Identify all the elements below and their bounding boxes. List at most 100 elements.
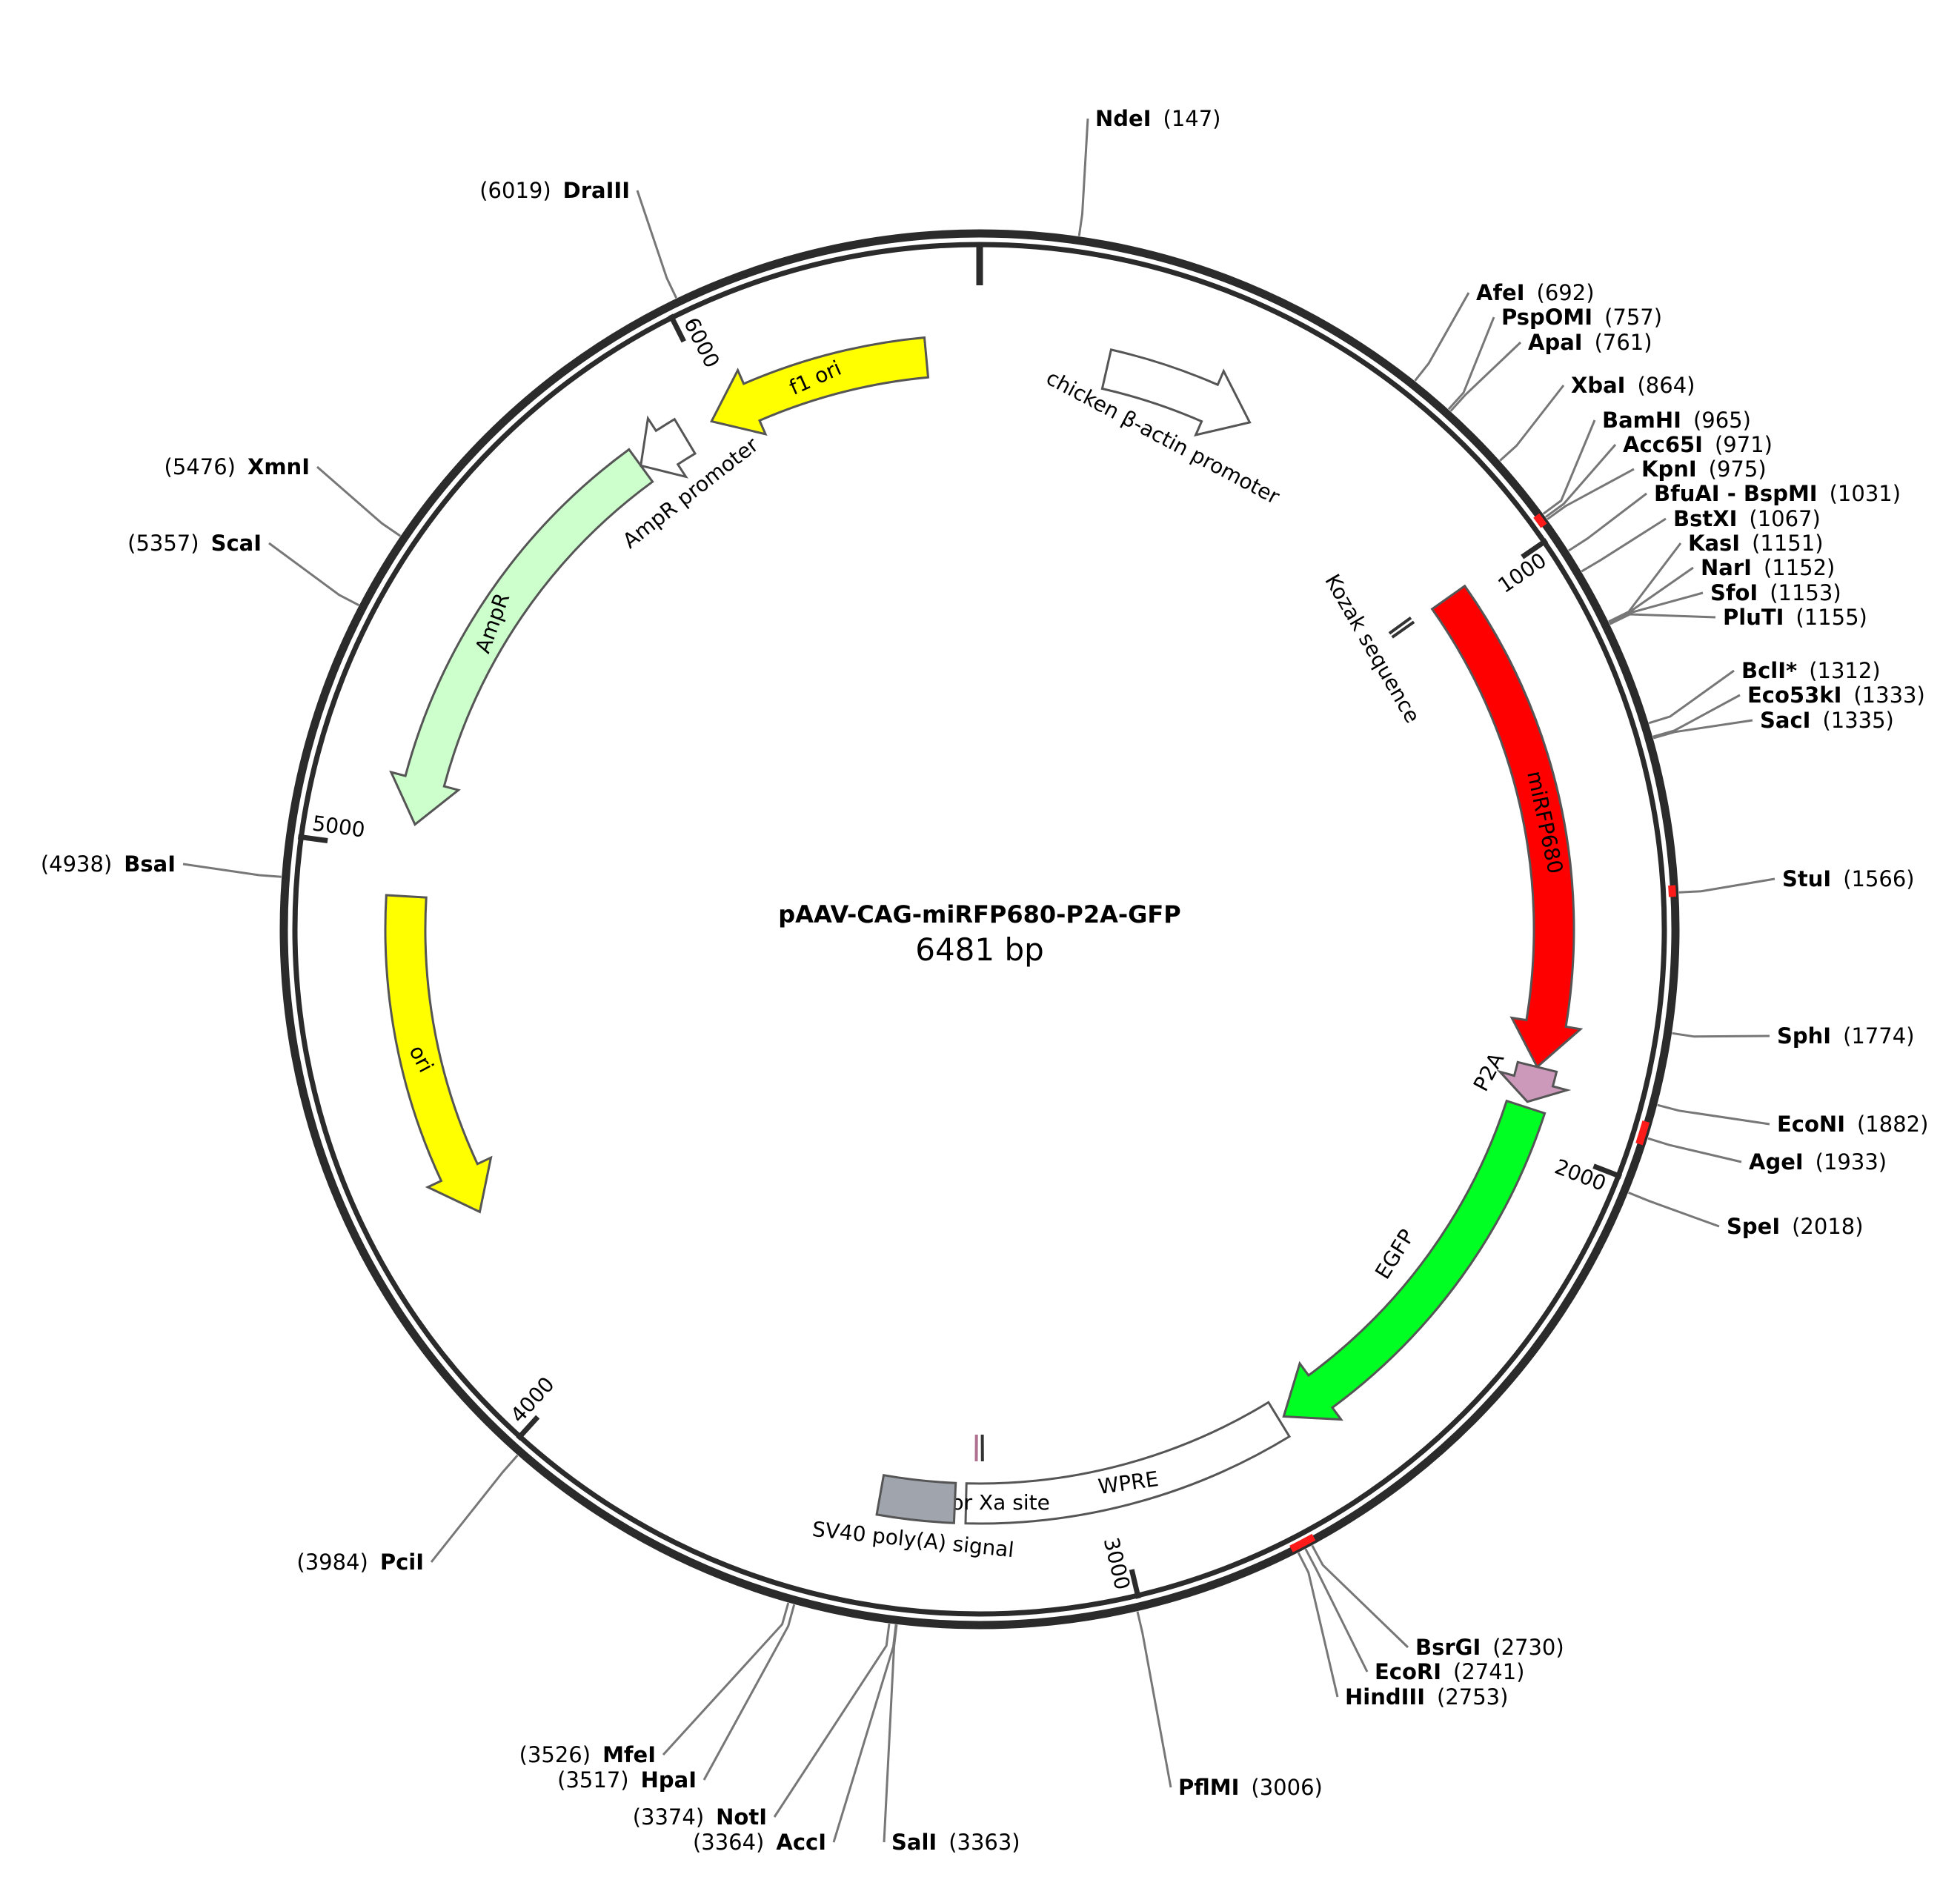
site-kpni[interactable]: KpnI(975) — [1547, 456, 1767, 520]
site-label: AfeI(692) — [1476, 280, 1595, 305]
site-name: BamHI — [1602, 408, 1681, 433]
site-bamhi[interactable]: BamHI(965) — [1542, 408, 1751, 515]
site-label: (4938)BsaI — [41, 851, 176, 877]
site-bsai[interactable]: (4938)BsaI — [41, 851, 282, 878]
site-name: SacI — [1760, 708, 1810, 733]
feature-egfp[interactable]: EGFP — [1282, 1099, 1547, 1421]
site-bsrgi[interactable]: BsrGI(2730) — [1311, 1544, 1564, 1660]
site-pspomi[interactable]: PspOMI (757) — [1447, 305, 1662, 411]
site-ecori[interactable]: EcoRI(2741) — [1304, 1548, 1525, 1684]
site-name: DraIII — [563, 178, 630, 203]
site-label: SpeI(2018) — [1727, 1214, 1864, 1239]
restriction-sites-layer: NdeI(147) AfeI(692)PspOMI (757)ApaI(761)Xb… — [41, 106, 1929, 1855]
site-name: AccI — [776, 1830, 826, 1855]
feature-wpre[interactable]: WPRE — [964, 1401, 1292, 1525]
site-leader — [1609, 591, 1704, 624]
site-leader — [1449, 341, 1522, 412]
site-name: BfuAI - BspMI — [1654, 481, 1818, 506]
site-bfuai-bspmi[interactable]: BfuAI - BspMI(1031) — [1568, 481, 1901, 552]
site-xmni[interactable]: (5476)XmnI — [165, 454, 402, 537]
site-bstxi[interactable]: BstXI(1067) — [1581, 506, 1821, 573]
site-name: BsrGI — [1415, 1635, 1481, 1660]
site-name: SfoI — [1710, 580, 1758, 605]
site-name: XbaI — [1571, 373, 1625, 398]
backbone-outer-ring — [279, 229, 1680, 1630]
site-apai[interactable]: ApaI(761) — [1449, 330, 1652, 412]
backbone-highlight — [1635, 1120, 1650, 1146]
site-name: HindIII — [1345, 1684, 1425, 1710]
site-hindiii[interactable]: HindIII(2753) — [1297, 1552, 1508, 1710]
site-name: StuI — [1782, 866, 1831, 891]
site-pcii[interactable]: (3984)PciI — [296, 1455, 519, 1575]
tick-mark — [297, 834, 328, 843]
site-position: (1933) — [1816, 1149, 1887, 1175]
site-position: (1151) — [1752, 531, 1823, 556]
site-name: Eco53kI — [1747, 682, 1841, 708]
site-xbai[interactable]: XbaI(864) — [1499, 373, 1695, 462]
site-ndei[interactable]: NdeI(147) — [1077, 106, 1220, 236]
site-position: (757) — [1604, 305, 1662, 330]
site-stui[interactable]: StuI (1566) — [1678, 866, 1915, 894]
site-sphi[interactable]: SphI(1774) — [1672, 1023, 1915, 1049]
site-name: AgeI — [1749, 1149, 1804, 1175]
site-sali[interactable]: SalI(3363) — [883, 1624, 1020, 1855]
site-label: (3374)NotI — [633, 1804, 767, 1830]
site-name: NdeI — [1095, 106, 1152, 131]
site-leader — [1545, 444, 1617, 518]
site-name: PluTI — [1723, 605, 1784, 630]
site-name: MfeI — [602, 1742, 656, 1767]
backbone-highlight — [1533, 513, 1547, 528]
site-econi[interactable]: EcoNI(1882) — [1657, 1103, 1929, 1137]
site-acci[interactable]: (3364)AccI — [693, 1624, 897, 1855]
tick-label: 3000 — [1099, 1535, 1135, 1592]
feature-chicken-actin-promoter[interactable]: chicken β-actin promoter — [1042, 348, 1284, 509]
site-leader — [1647, 1137, 1742, 1163]
site-name: KpnI — [1641, 456, 1697, 482]
site-position: (1153) — [1770, 580, 1841, 605]
feature-ori[interactable]: ori — [384, 894, 493, 1214]
site-kasi[interactable]: KasI(1151) — [1608, 531, 1824, 623]
site-saci[interactable]: SacI(1335) — [1652, 708, 1894, 740]
site-pflmi[interactable]: PflMI(3006) — [1136, 1611, 1323, 1800]
feature-label: Kozak sequence — [1320, 570, 1425, 727]
site-hpai[interactable]: (3517)HpaI — [557, 1604, 796, 1793]
site-position: (4938) — [41, 851, 112, 877]
site-position: (1882) — [1857, 1112, 1928, 1137]
site-label: SalI(3363) — [891, 1830, 1020, 1855]
site-bcli[interactable]: BclI*(1312) — [1648, 658, 1881, 725]
feature-shape — [964, 1401, 1292, 1525]
site-position: (1566) — [1843, 866, 1914, 891]
site-label: (3517)HpaI — [557, 1767, 697, 1793]
site-position: (2741) — [1453, 1659, 1524, 1684]
feature-mark — [1388, 616, 1412, 635]
site-draiii[interactable]: (6019) DraIII — [479, 178, 678, 299]
feature-kozak-sequence[interactable]: Kozak sequence — [1320, 570, 1425, 727]
feature-shape — [389, 448, 654, 826]
site-pluti[interactable]: PluTI (1155) — [1609, 605, 1867, 630]
feature-f1-ori[interactable]: f1 ori — [709, 336, 930, 436]
site-label: AgeI (1933) — [1749, 1149, 1887, 1175]
feature-mirfp680[interactable]: miRFP680 — [1430, 584, 1584, 1069]
plasmid-name: pAAV-CAG-miRFP680-P2A-GFP — [778, 900, 1180, 929]
site-leader — [1136, 1611, 1172, 1788]
feature-shape — [1100, 348, 1252, 437]
site-agei[interactable]: AgeI (1933) — [1647, 1137, 1887, 1175]
site-spei[interactable]: SpeI(2018) — [1628, 1192, 1864, 1239]
site-position: (2018) — [1792, 1214, 1863, 1239]
site-label: BsrGI(2730) — [1415, 1635, 1564, 1660]
site-scai[interactable]: (5357)ScaI — [127, 531, 359, 607]
site-label: HindIII(2753) — [1345, 1684, 1508, 1710]
site-position: (6019) — [479, 178, 551, 203]
feature-p2a[interactable]: P2A — [1469, 1049, 1572, 1103]
site-position: (1155) — [1795, 605, 1867, 630]
site-sfoi[interactable]: SfoI (1153) — [1609, 580, 1841, 624]
site-noti[interactable]: (3374)NotI — [633, 1623, 891, 1830]
site-acc65i[interactable]: Acc65I(971) — [1545, 432, 1773, 518]
site-afei[interactable]: AfeI(692) — [1414, 280, 1595, 382]
site-label: (6019) DraIII — [479, 178, 630, 203]
site-leader — [430, 1455, 519, 1563]
site-mfei[interactable]: (3526)MfeI — [519, 1602, 790, 1767]
site-eco53ki[interactable]: Eco53kI(1333) — [1652, 682, 1925, 738]
site-name: PspOMI — [1501, 305, 1592, 330]
